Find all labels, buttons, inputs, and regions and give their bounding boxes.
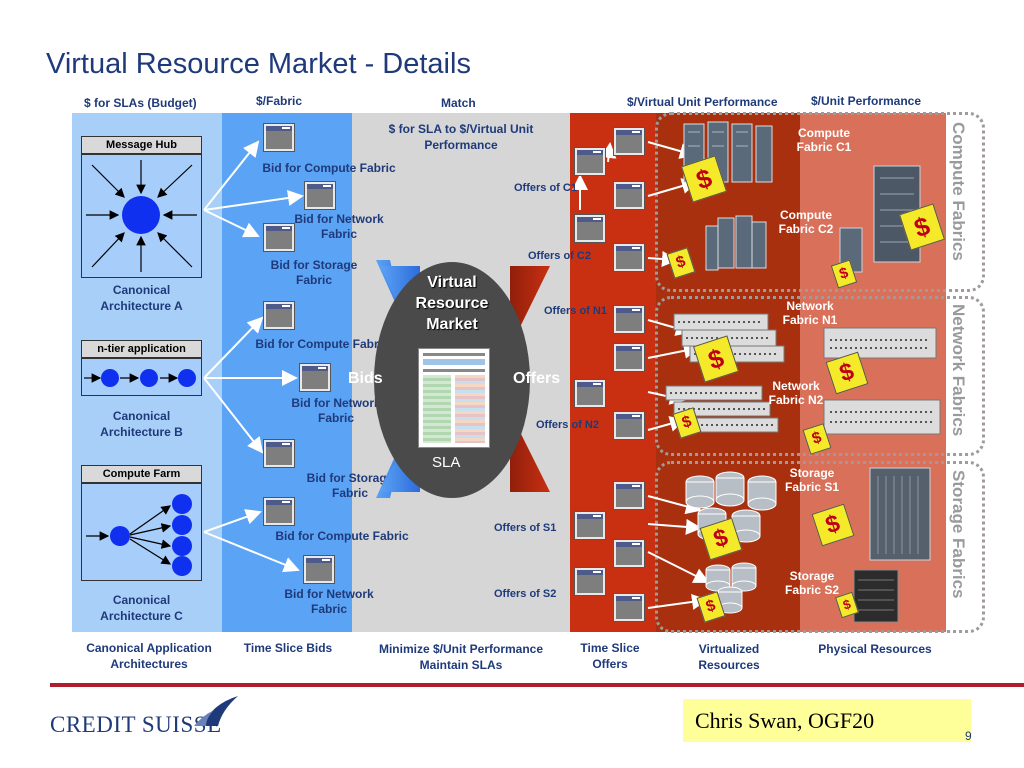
compute-fabric-c1-label: Compute Fabric C1 [796,126,852,154]
offer-window [613,343,645,372]
header-unit-performance: $/Unit Performance [811,94,922,108]
offer-window [574,511,606,540]
canonical-architecture-c-label: Canonical Architecture C [100,593,183,623]
offers-of-s1: Offers of S1 [494,522,557,534]
header-match: Match [441,96,476,110]
bid-window [263,223,295,252]
network-fabrics-group [655,296,985,456]
bids-label: Bids [348,370,383,387]
canonical-architecture-b-label: Canonical Architecture B [100,409,183,439]
compute-farm-graphic [86,494,192,576]
presenter-box: Chris Swan, OGF20 [683,699,971,742]
network-fabric-n2-label: Network Fabric N2 [768,379,824,407]
header-fabric: $/Fabric [256,94,303,108]
bid-window [263,301,295,330]
bid-window [299,363,331,392]
compute-farm-title: Compute Farm [81,465,202,483]
bid-window [263,497,295,526]
offer-window [613,593,645,622]
bid-compute-fabric-b: Bid for Compute Fabric [255,337,389,351]
offers-of-c2: Offers of C2 [528,250,591,262]
offer-window [613,305,645,334]
offer-window [613,411,645,440]
offers-of-c1: Offers of C1 [514,182,577,194]
virtual-network-switches [665,313,785,433]
bid-compute-fabric-c: Bid for Compute Fabric [275,529,409,543]
bid-window [303,555,335,584]
n-tier-title: n-tier application [81,340,202,358]
footer-time-slice-bids: Time Slice Bids [243,641,333,655]
header-virtual-unit-performance: $/Virtual Unit Performance [627,95,778,109]
hub-node [122,196,160,234]
offer-window [574,214,606,243]
hub-star-graphic [86,160,197,272]
bid-storage-fabric-a: Bid for Storage Fabric [270,258,358,287]
footer-physical-resources: Physical Resources [818,642,932,656]
bid-network-fabric-c: Bid for Network Fabric [284,587,374,616]
offers-of-n2: Offers of N2 [536,419,599,431]
footer-virtualized-resources: Virtualized Resources [698,642,760,672]
offer-window [574,379,606,408]
footer-minimize: Minimize $/Unit Performance Maintain SLA… [378,642,544,672]
bid-storage-fabric-b: Bid for Storage Fabric [306,471,394,500]
bid-compute-fabric-a: Bid for Compute Fabric [262,161,396,175]
match-subtitle: $ for SLA to $/Virtual Unit Performance [388,122,534,152]
footer-time-slice-offers: Time Slice Offers [580,641,640,671]
message-hub-diagram [81,154,202,278]
footer-divider [50,683,1024,687]
header-slas-budget: $ for SLAs (Budget) [84,96,197,110]
market-title-line-3: Market [426,316,478,333]
offer-window [574,147,606,176]
offers-of-n1: Offers of N1 [544,305,607,317]
n-tier-graphic [84,369,196,387]
offer-window [613,539,645,568]
page-number: 9 [965,729,972,743]
storage-fabrics-group [655,461,985,633]
market-title: Virtual Resource Market [400,272,504,335]
message-hub-title: Message Hub [81,136,202,154]
sail-logo-icon [194,696,238,726]
footer-canonical-application-architectures: Canonical Application Architectures [86,641,212,671]
offer-window [613,481,645,510]
market-title-line-2: Resource [415,295,489,312]
offer-window [574,567,606,596]
n-tier-diagram [81,358,202,396]
compute-fabrics-group [655,112,985,292]
network-fabric-n1-label: Network Fabric N1 [782,299,838,327]
sla-label: SLA [432,454,461,471]
bid-window [263,439,295,468]
presenter-text: Chris Swan, OGF20 [695,708,875,733]
virtual-storage-disks [685,471,777,614]
sla-document [418,348,490,448]
compute-fabric-c2-label: Compute Fabric C2 [778,208,834,236]
offer-window [613,181,645,210]
offer-window [613,127,645,156]
bid-network-fabric-b: Bid for Network Fabric [291,396,381,425]
bid-window [263,123,295,152]
offer-window [613,243,645,272]
bid-network-fabric-a: Bid for Network Fabric [294,212,384,241]
page-title: Virtual Resource Market - Details [46,48,471,80]
canonical-architecture-a-label: Canonical Architecture A [100,283,183,313]
physical-storage-arrays [853,467,931,623]
market-title-line-1: Virtual [427,274,477,291]
physical-network-switches [823,327,941,435]
compute-farm-diagram [81,483,202,581]
offers-label: Offers [513,370,561,387]
offers-of-s2: Offers of S2 [494,588,557,600]
storage-fabric-s2-label: Storage Fabric S2 [784,569,840,597]
storage-fabric-s1-label: Storage Fabric S1 [784,466,840,494]
bid-window [304,181,336,210]
credit-suisse-logo-text: CREDIT SUISSE [50,712,222,737]
